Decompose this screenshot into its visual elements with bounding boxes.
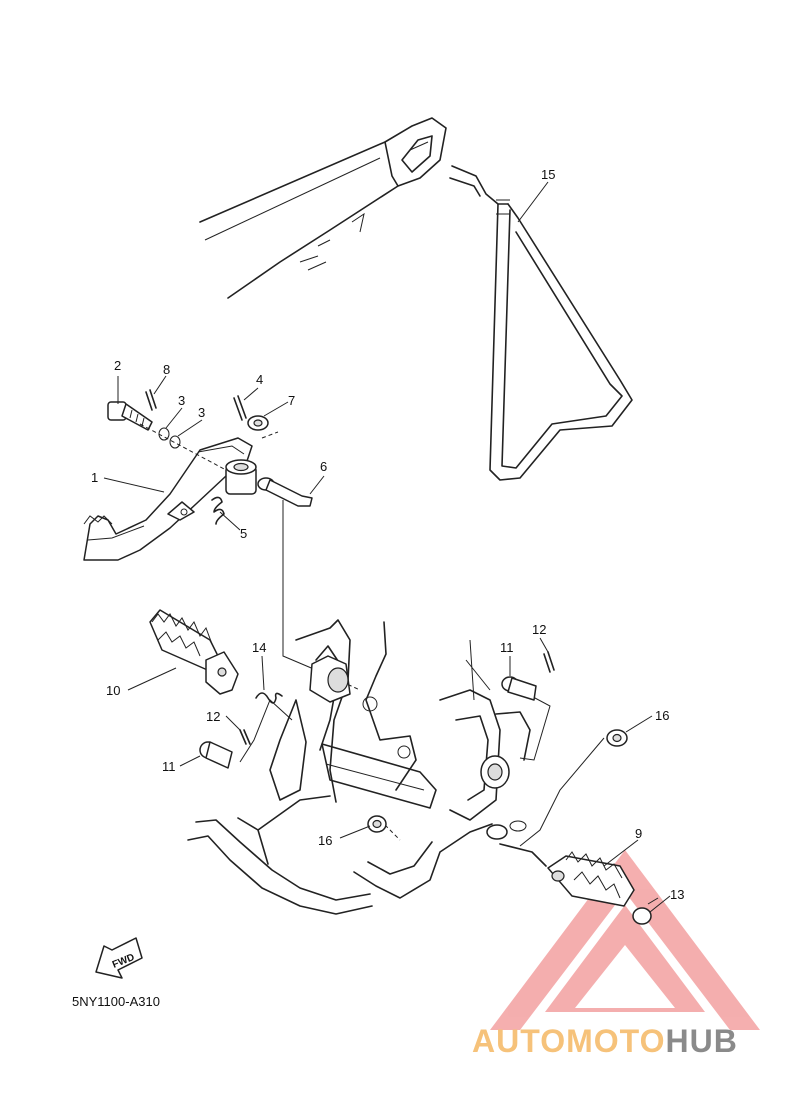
o-ring-3b-illustration [169,435,181,449]
callout-6: 6 [320,459,327,474]
callout-8: 8 [163,362,170,377]
callout-13: 13 [670,887,684,902]
callout-7: 7 [288,393,295,408]
callout-2: 2 [114,358,121,373]
callout-1: 1 [91,470,98,485]
callout-15: 15 [541,167,555,182]
clip-12a-illustration [239,729,251,745]
callout-11b: 11 [500,640,514,655]
callout-3b: 3 [198,405,205,420]
washer-16b-illustration [606,729,628,747]
pin-11b-illustration [501,676,537,701]
swingarm-illustration [199,117,447,299]
clevis-pin-6-illustration [257,477,313,507]
clip-12b-illustration [543,651,555,673]
cotter-pin-4-illustration [233,395,247,421]
footrest-10-illustration [149,609,239,695]
callout-10: 10 [106,683,120,698]
washer-7-illustration [247,415,269,431]
spring-5-illustration [211,496,225,525]
washer-16a-illustration [367,815,387,833]
pin-11a-illustration [199,741,233,769]
footrest-9-illustration [547,851,635,907]
spring-14-illustration [255,692,283,704]
callout-4: 4 [256,372,263,387]
watermark-text-a: AUTOMOTO [472,1023,665,1059]
callout-16b: 16 [655,708,669,723]
callout-12b: 12 [532,622,546,637]
callout-3a: 3 [178,393,185,408]
stand-illustration [449,165,633,481]
callout-16a: 16 [318,833,332,848]
pedal-pivot-illustration [225,459,257,495]
callout-5: 5 [240,526,247,541]
watermark-text: AUTOMOTOHUB [472,1023,738,1059]
callout-11a: 11 [162,759,176,774]
pivot-bolt-2-illustration [107,401,153,431]
callout-labels: 15 2 8 3 3 4 7 1 6 5 14 10 12 11 12 11 1… [91,167,684,902]
frame-illustration [187,619,547,915]
brake-pedal-illustration [83,437,253,561]
callout-9: 9 [635,826,642,841]
leader-lines [103,181,671,913]
fwd-arrow: FWD [95,937,143,979]
callout-12a: 12 [206,709,220,724]
clip-13-illustration [632,897,659,925]
cotter-pin-8-illustration [145,389,157,411]
callout-14: 14 [252,640,266,655]
diagram-code: 5NY1100-A310 [72,994,160,1009]
watermark-text-b: HUB [665,1023,737,1059]
